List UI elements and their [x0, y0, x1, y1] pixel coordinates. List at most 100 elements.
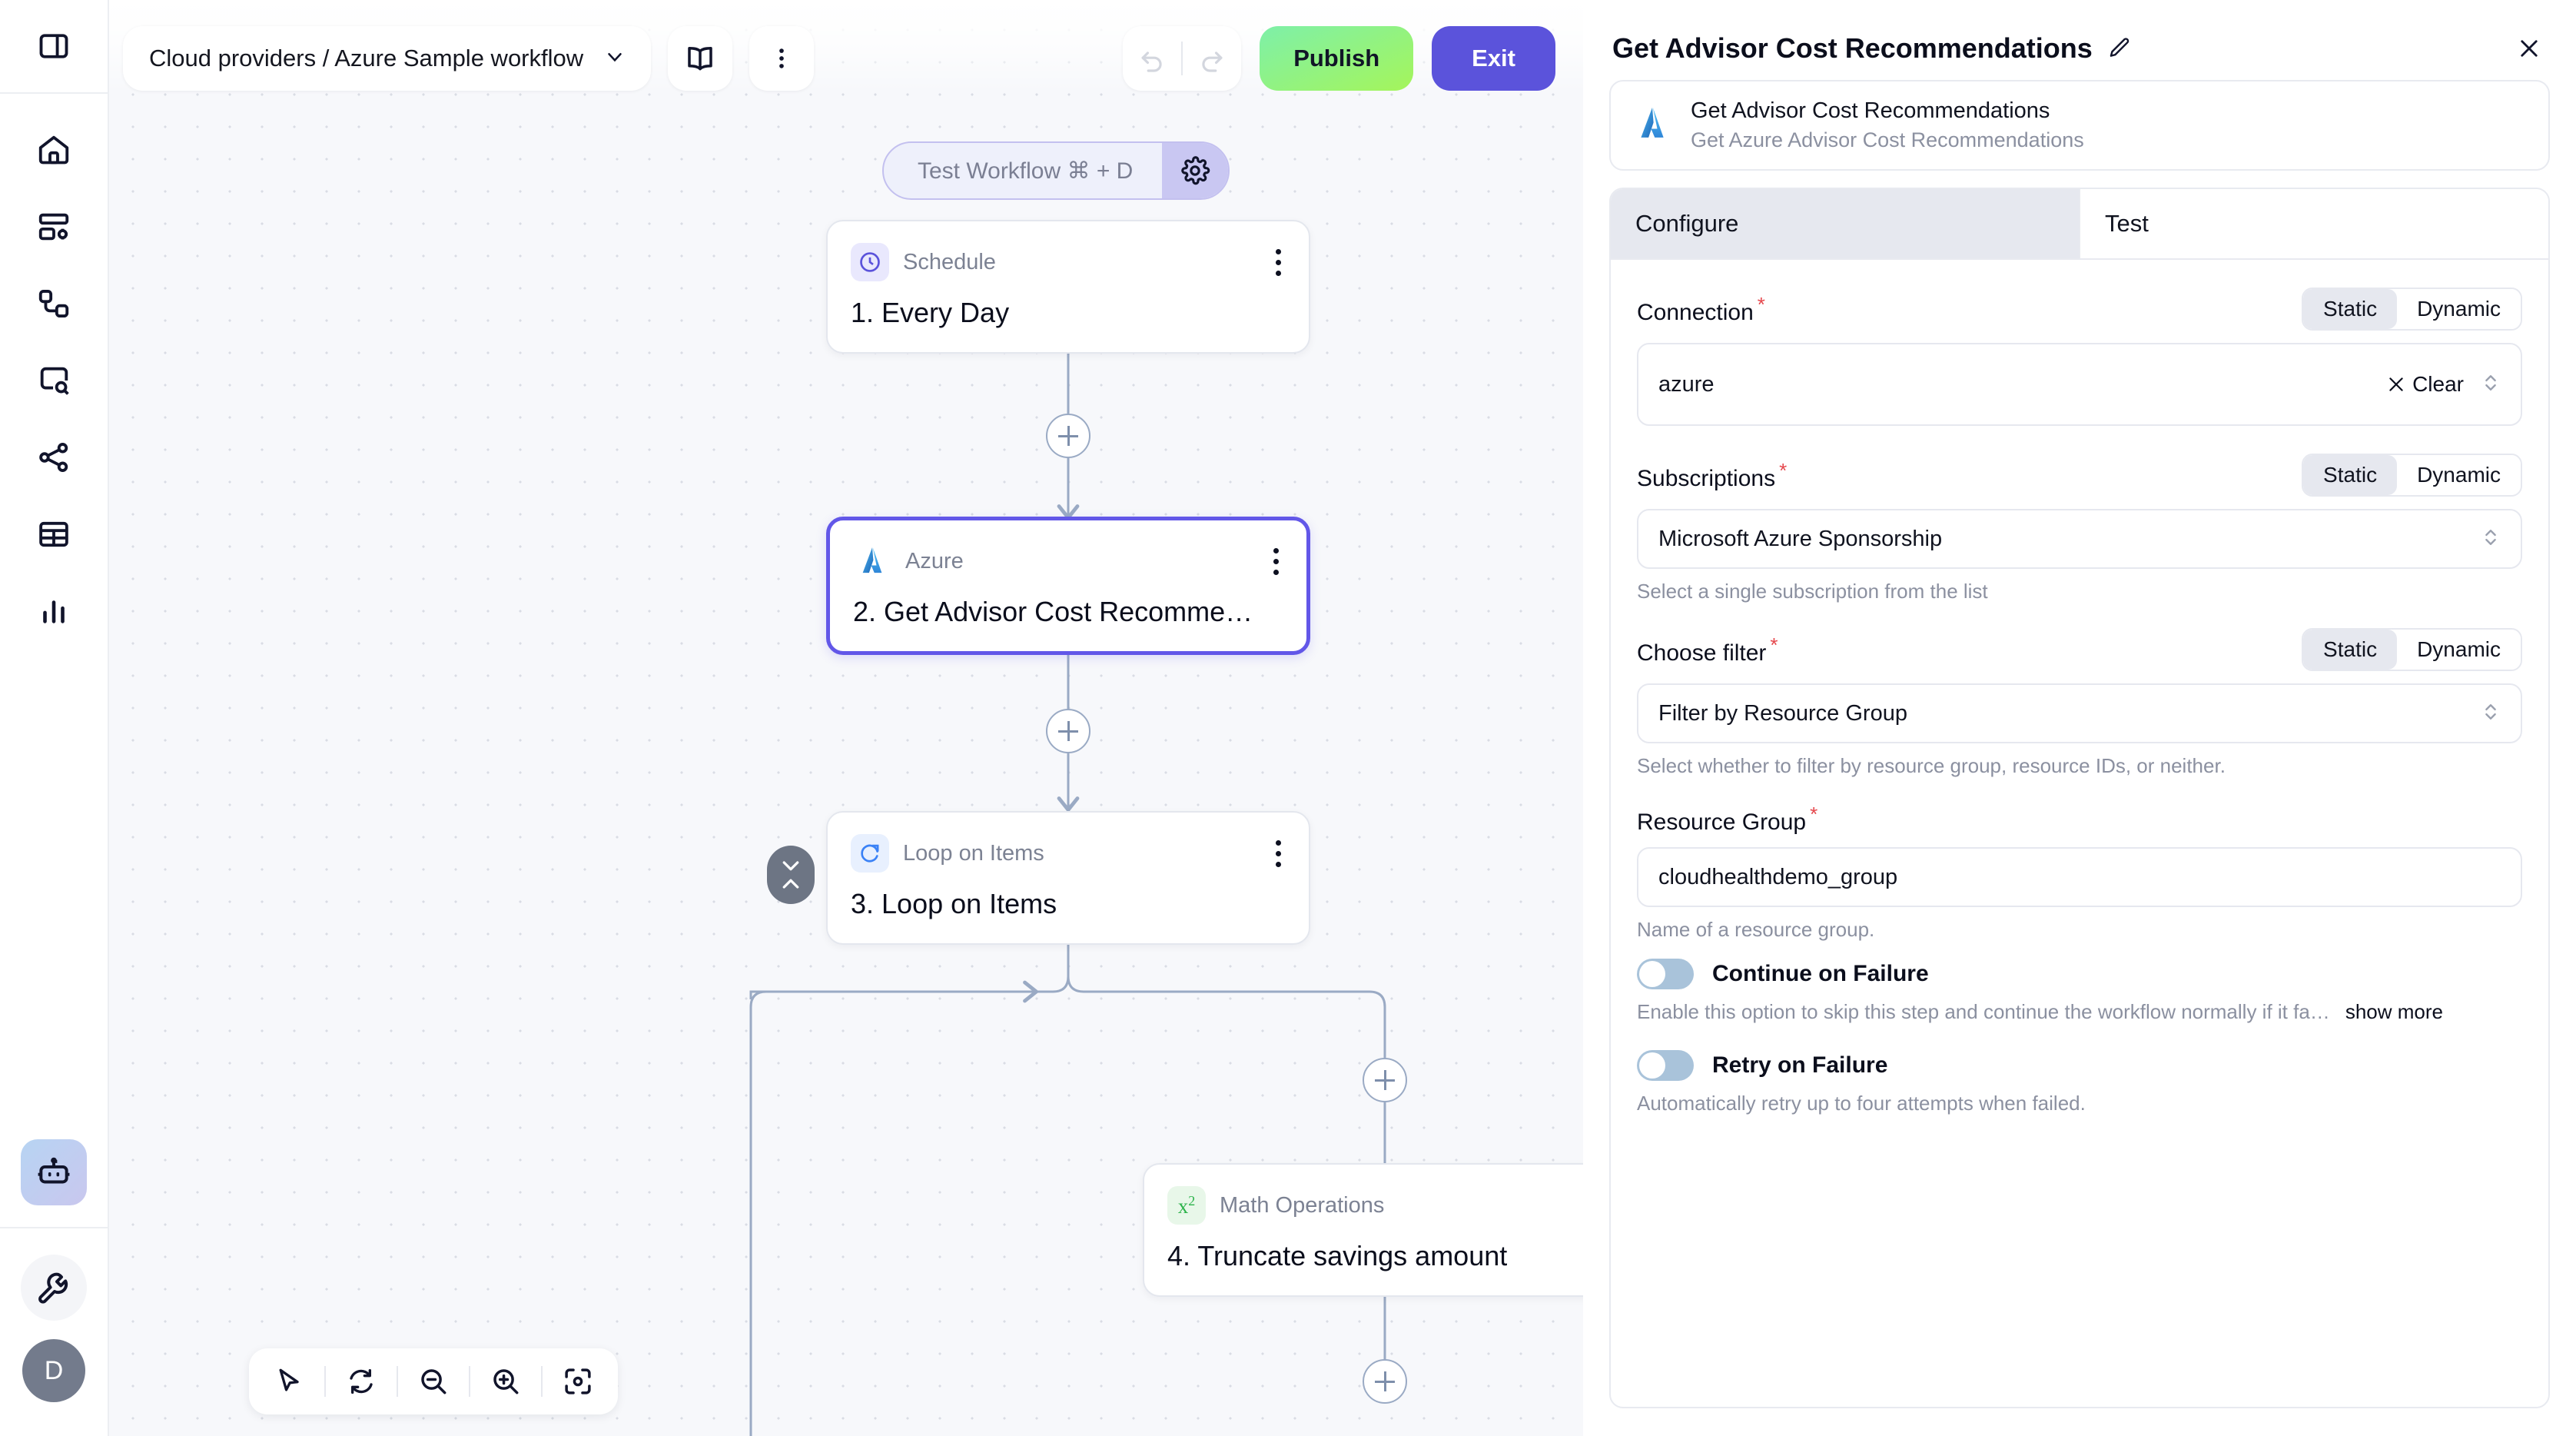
canvas-toolbar: Cloud providers / Azure Sample workflow: [109, 22, 1583, 95]
field-label: Connection: [1637, 299, 1754, 325]
add-step-button[interactable]: [1363, 1359, 1407, 1404]
subscriptions-select[interactable]: Microsoft Azure Sponsorship: [1637, 509, 2522, 569]
sidebar-item-tables[interactable]: [24, 504, 84, 564]
tab-divider: [2079, 189, 2080, 258]
robot-icon[interactable]: [21, 1139, 87, 1205]
workflow-node-schedule[interactable]: Schedule 1. Every Day: [826, 220, 1310, 354]
test-workflow-label[interactable]: Test Workflow ⌘ + D: [918, 158, 1134, 184]
node-header: x2 Math Operations: [1144, 1165, 1583, 1225]
x-squared-icon: x2: [1167, 1186, 1206, 1225]
field-connection: Connection* Static Dynamic azure Clear: [1637, 281, 2522, 426]
book-icon[interactable]: [668, 26, 733, 91]
node-menu-icon[interactable]: [1271, 837, 1286, 870]
chevron-updown-icon[interactable]: [2481, 700, 2501, 727]
required-marker: *: [1757, 292, 1765, 316]
node-menu-icon[interactable]: [1271, 246, 1286, 279]
workflow-node-azure[interactable]: Azure 2. Get Advisor Cost Recomme…: [826, 517, 1310, 655]
undo-icon[interactable]: [1123, 26, 1181, 91]
publish-button[interactable]: Publish: [1260, 26, 1414, 91]
rail-footer: D: [0, 1139, 108, 1436]
sidebar-item-share[interactable]: [24, 427, 84, 487]
app-description: Get Azure Advisor Cost Recommendations: [1691, 128, 2084, 151]
more-vertical-icon[interactable]: [749, 26, 815, 91]
panel-toggle-icon[interactable]: [24, 16, 84, 76]
show-more-link[interactable]: show more: [2345, 1000, 2443, 1023]
wrench-icon[interactable]: [21, 1255, 87, 1321]
sidebar-item-home[interactable]: [24, 120, 84, 180]
node-kind: Schedule: [903, 249, 996, 274]
connection-value: azure: [1658, 371, 1715, 397]
tool-divider: [469, 1366, 470, 1397]
segment-dynamic[interactable]: Dynamic: [2397, 455, 2521, 495]
redo-icon[interactable]: [1183, 26, 1241, 91]
cursor-icon[interactable]: [254, 1348, 324, 1414]
input-actions: Clear: [2386, 371, 2501, 398]
continue-on-failure-toggle[interactable]: [1637, 959, 1694, 989]
segment-dynamic[interactable]: Dynamic: [2397, 289, 2521, 329]
breadcrumb[interactable]: Cloud providers / Azure Sample workflow: [123, 26, 652, 91]
tab-test[interactable]: Test: [2080, 189, 2548, 258]
segment-dynamic[interactable]: Dynamic: [2397, 630, 2521, 670]
tool-divider: [397, 1366, 398, 1397]
node-menu-icon[interactable]: [1269, 545, 1283, 578]
required-marker: *: [1779, 458, 1788, 482]
chevron-updown-icon[interactable]: [2481, 371, 2501, 398]
connection-input[interactable]: azure Clear: [1637, 343, 2522, 426]
pencil-icon[interactable]: [2106, 35, 2133, 61]
workflow-node-math[interactable]: x2 Math Operations 4. Truncate savings a…: [1143, 1163, 1583, 1297]
tool-divider: [541, 1366, 543, 1397]
sidebar-item-workflows[interactable]: [24, 274, 84, 334]
retry-on-failure-toggle[interactable]: [1637, 1050, 1694, 1081]
subscriptions-value: Microsoft Azure Sponsorship: [1658, 526, 1943, 551]
choose-filter-select[interactable]: Filter by Resource Group: [1637, 683, 2522, 743]
node-header: Loop on Items: [828, 813, 1309, 873]
node-title: 2. Get Advisor Cost Recomme…: [853, 596, 1253, 627]
close-icon[interactable]: [2511, 31, 2547, 66]
avatar[interactable]: D: [22, 1339, 85, 1402]
toolbar-actions: Publish Exit: [1123, 26, 1583, 91]
zoom-out-icon[interactable]: [398, 1348, 469, 1414]
rail-divider: [0, 1227, 108, 1228]
add-step-button[interactable]: [1046, 709, 1090, 753]
resource-group-input[interactable]: cloudhealthdemo_group: [1637, 847, 2522, 907]
tab-configure[interactable]: Configure: [1611, 189, 2079, 258]
field-choose-filter: Choose filter* Static Dynamic Filter by …: [1637, 622, 2522, 778]
toggle-label: Retry on Failure: [1712, 1052, 1888, 1078]
add-step-button[interactable]: [1046, 414, 1090, 458]
field-label: Resource Group: [1637, 809, 1807, 835]
input-actions: [2481, 700, 2501, 727]
fit-screen-icon[interactable]: [543, 1348, 613, 1414]
exit-button[interactable]: Exit: [1432, 26, 1555, 91]
collapse-icon[interactable]: [767, 846, 815, 904]
field-header: Subscriptions* Static Dynamic: [1637, 447, 2522, 503]
chevron-down-icon: [603, 45, 626, 72]
node-kind: Azure: [905, 548, 964, 573]
zoom-in-icon[interactable]: [470, 1348, 541, 1414]
sidebar-item-analytics[interactable]: [24, 581, 84, 641]
node-header: Azure: [830, 520, 1306, 580]
azure-icon: [1632, 104, 1672, 148]
workflow-node-loop[interactable]: Loop on Items 3. Loop on Items: [826, 811, 1310, 945]
gear-icon[interactable]: [1162, 143, 1229, 198]
toggle-retry-on-failure: Retry on Failure: [1637, 1050, 2522, 1081]
sidebar-item-inspect[interactable]: [24, 351, 84, 411]
segment-static[interactable]: Static: [2303, 455, 2398, 495]
test-workflow-pill[interactable]: Test Workflow ⌘ + D: [882, 141, 1230, 200]
add-step-button[interactable]: [1363, 1058, 1407, 1102]
node-kind: Loop on Items: [903, 840, 1044, 866]
refresh-icon[interactable]: [326, 1348, 397, 1414]
required-marker: *: [1810, 802, 1818, 826]
sidebar-item-dashboard[interactable]: [24, 197, 84, 257]
chevron-updown-icon[interactable]: [2481, 526, 2501, 553]
field-header: Choose filter* Static Dynamic: [1637, 622, 2522, 677]
workflow-canvas[interactable]: Cloud providers / Azure Sample workflow: [109, 0, 1583, 1436]
undo-redo-group: [1123, 26, 1242, 91]
segment-static[interactable]: Static: [2303, 630, 2398, 670]
panel-tabs: Configure Test: [1611, 189, 2548, 260]
field-header: Resource Group*: [1637, 796, 2522, 841]
assistant-wrap: [0, 1139, 108, 1205]
field-header: Connection* Static Dynamic: [1637, 281, 2522, 337]
azure-icon: [853, 542, 891, 580]
segment-static[interactable]: Static: [2303, 289, 2398, 329]
clear-button[interactable]: Clear: [2386, 372, 2464, 397]
